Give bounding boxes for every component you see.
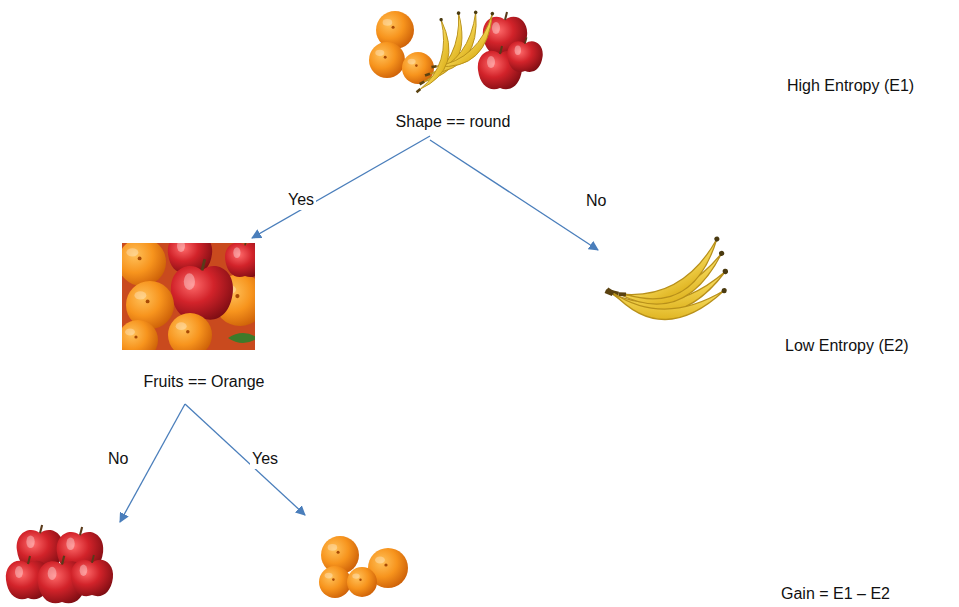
annotation-label: Low Entropy (E2)	[783, 336, 911, 356]
branch-arrow	[185, 404, 305, 515]
annotation-label: Gain = E1 – E2	[779, 584, 892, 604]
node-text: Shape == round	[394, 112, 513, 132]
annotation-label: No	[584, 191, 608, 211]
bananas	[605, 236, 734, 322]
oranges	[319, 536, 408, 598]
edge-label: Yes	[286, 190, 316, 210]
node-text: Fruits == Orange	[142, 372, 267, 392]
decision-node: Fruits == Orange	[134, 238, 274, 396]
branch-arrow	[252, 136, 430, 238]
annotation-label: Yes	[250, 449, 280, 469]
mixed-fruit	[369, 10, 543, 99]
apples	[6, 525, 113, 603]
branch-arrow	[430, 140, 598, 250]
oranges-apples-photo	[118, 230, 266, 360]
decision-node: Shape == round	[368, 6, 538, 136]
annotation-label: High Entropy (E1)	[785, 76, 916, 96]
annotation-label: No	[106, 449, 130, 469]
